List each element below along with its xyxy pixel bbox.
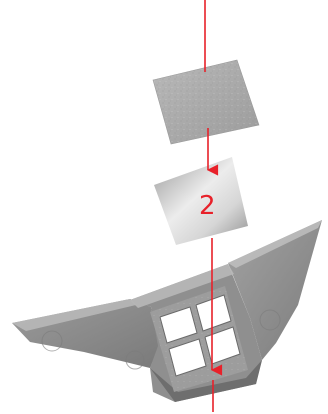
top-fabric-square bbox=[153, 60, 259, 144]
step-label: 2 bbox=[199, 191, 216, 221]
folded-base-with-window bbox=[12, 220, 322, 402]
